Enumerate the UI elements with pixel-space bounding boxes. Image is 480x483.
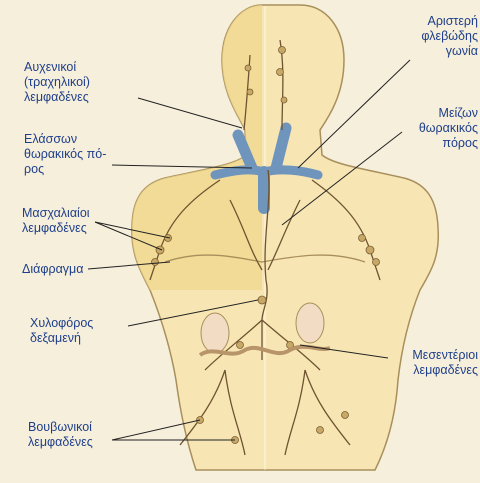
diaphragm-label: Διάφραγμα <box>22 262 83 277</box>
lymph-node <box>277 69 284 76</box>
left-kidney <box>201 313 229 353</box>
right-kidney <box>296 303 324 343</box>
lymph-node <box>373 259 380 266</box>
minor-thoracic-duct-label: Ελάσσων θωρακικός πό- ρος <box>24 132 106 177</box>
lymph-node <box>156 246 164 254</box>
lymph-node <box>245 65 251 71</box>
cervical-nodes-label: Αυχενικοί (τραχηλικοί) λεμφαδένες <box>24 60 90 105</box>
body-silhouette <box>132 5 438 470</box>
lymph-node <box>152 259 159 266</box>
lymph-node <box>279 47 286 54</box>
axillary-nodes-label: Μασχαλιαίοι λεμφαδένες <box>22 206 90 236</box>
leader-cervical <box>138 98 242 128</box>
major-thoracic-duct-label: Μείζων θωρακικός πόρος <box>378 106 478 151</box>
mesenteric-nodes-label: Μεσεντέριοι λεμφαδένες <box>378 348 478 378</box>
lymph-node <box>359 235 366 242</box>
lymph-node <box>258 296 266 304</box>
inguinal-nodes-label: Βουβωνικοί λεμφαδένες <box>28 420 93 450</box>
cisterna-chyli-label: Χυλοφόρος δεξαμενή <box>30 316 93 346</box>
lymph-node <box>317 427 324 434</box>
lymph-node <box>342 412 349 419</box>
lymph-node <box>237 342 244 349</box>
lymph-node <box>366 246 374 254</box>
lymph-node <box>281 97 287 103</box>
lymph-node <box>247 89 253 95</box>
left-venous-angle-label: Αριστερή φλεβώδης γωνία <box>380 14 478 59</box>
